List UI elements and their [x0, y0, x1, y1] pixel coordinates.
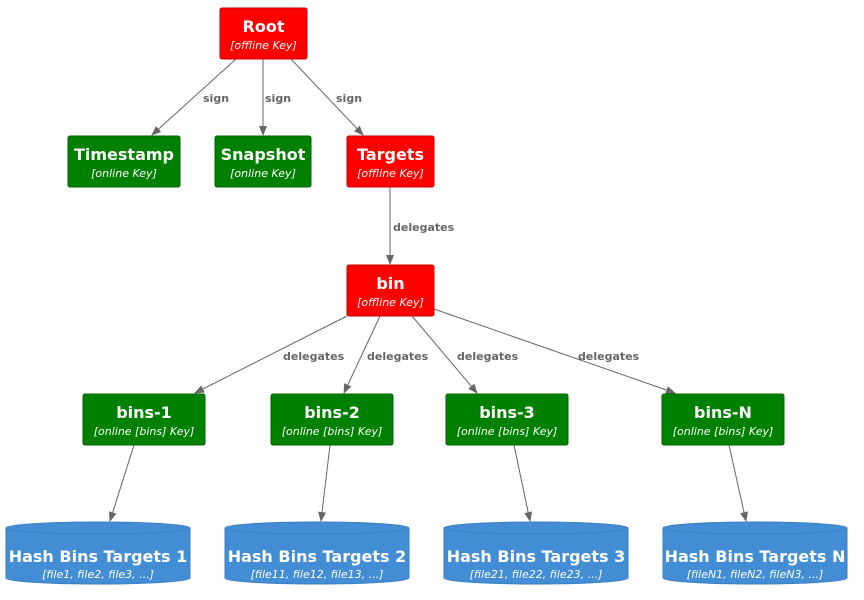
node-box: [82, 393, 206, 446]
node-title: bins-1: [116, 403, 172, 422]
edge-arrow: [318, 444, 331, 522]
edge-label: delegates: [457, 350, 519, 363]
node-title: Snapshot: [221, 145, 306, 164]
edge-bins3-hash3: [513, 444, 533, 522]
edge-label: sign: [203, 92, 229, 105]
edge-label: delegates: [367, 350, 429, 363]
node-box: [445, 393, 569, 446]
edge-root-timestamp: sign: [151, 58, 237, 136]
node-title: bin: [376, 274, 404, 293]
node-title: Hash Bins Targets 2: [228, 547, 407, 566]
edge-arrow: [194, 315, 348, 394]
edge-bins2-hash2: [318, 444, 331, 522]
cylinder-body: [5, 521, 191, 585]
edge-bin-bins2: delegates: [343, 315, 429, 394]
cylinder-top-rim: [443, 527, 629, 535]
edge-binsN-hashN: [728, 444, 748, 522]
node-box: [661, 393, 785, 446]
edge-label: delegates: [578, 350, 640, 363]
node-box: [346, 264, 435, 317]
node-title: Timestamp: [74, 145, 174, 164]
node-binsN-online-key-box: bins-N [online [bins] Key]: [661, 393, 785, 446]
node-root-offline-key-box: Root [offline Key]: [219, 7, 308, 60]
node-box: [346, 135, 435, 188]
node-hash1-storage-cylinder: Hash Bins Targets 1 [file1, file2, file3,…: [5, 521, 191, 585]
node-timestamp-online-key-box: Timestamp [online Key]: [67, 135, 181, 188]
edge-bin-bins1: delegates: [194, 315, 348, 394]
node-key-label: [file21, file22, file23, ...]: [470, 568, 603, 581]
edge-arrow: [513, 444, 533, 522]
cylinder-top-rim: [662, 527, 848, 535]
node-box: [214, 135, 312, 188]
node-bin-offline-key-box: bin [offline Key]: [346, 264, 435, 317]
edge-arrow: [728, 444, 748, 522]
nodes-layer: Root[offline Key]Timestamp[online Key]Sn…: [5, 7, 848, 585]
node-title: Root: [243, 17, 285, 36]
cylinder-body: [443, 521, 629, 585]
edge-root-snapshot: sign: [259, 59, 291, 136]
node-key-label: [file11, file12, file13, ...]: [251, 568, 384, 581]
edge-root-targets: sign: [290, 58, 364, 136]
node-key-label: [offline Key]: [357, 296, 424, 309]
node-title: bins-2: [304, 403, 360, 422]
node-box: [219, 7, 308, 60]
cylinder-top-rim: [224, 527, 410, 535]
edge-bin-bins3: delegates: [411, 315, 519, 394]
edge-bins1-hash1: [108, 444, 135, 522]
node-hashN-storage-cylinder: Hash Bins Targets N [fileN1, fileN2, file…: [662, 521, 848, 585]
node-targets-offline-key-box: Targets [offline Key]: [346, 135, 435, 188]
node-key-label: [online [bins] Key]: [457, 425, 558, 438]
edge-label: delegates: [283, 350, 345, 363]
edge-targets-bin: delegates: [386, 187, 455, 265]
node-bins3-online-key-box: bins-3 [online [bins] Key]: [445, 393, 569, 446]
node-title: Hash Bins Targets N: [665, 547, 846, 566]
node-hash3-storage-cylinder: Hash Bins Targets 3 [file21, file22, file…: [443, 521, 629, 585]
node-key-label: [fileN1, fileN2, fileN3, ...]: [687, 568, 824, 581]
edge-bin-binsN: delegates: [433, 308, 676, 394]
node-key-label: [online Key]: [91, 167, 157, 180]
node-key-label: [online [bins] Key]: [282, 425, 383, 438]
edge-arrow: [151, 58, 237, 136]
node-title: bins-N: [694, 403, 752, 422]
node-key-label: [online [bins] Key]: [673, 425, 774, 438]
node-snapshot-online-key-box: Snapshot [online Key]: [214, 135, 312, 188]
cylinder-body: [662, 521, 848, 585]
cylinder-body: [224, 521, 410, 585]
node-key-label: [online Key]: [230, 167, 296, 180]
edges-layer: sign sign sign delegates delegates delegates d…: [108, 58, 748, 522]
edge-arrow: [433, 308, 676, 394]
node-bins1-online-key-box: bins-1 [online [bins] Key]: [82, 393, 206, 446]
edge-label: delegates: [393, 221, 455, 234]
edge-arrow: [290, 58, 364, 136]
node-key-label: [online [bins] Key]: [94, 425, 195, 438]
edge-label: sign: [336, 92, 362, 105]
node-bins2-online-key-box: bins-2 [online [bins] Key]: [270, 393, 394, 446]
node-title: bins-3: [479, 403, 535, 422]
node-key-label: [offline Key]: [230, 39, 297, 52]
cylinder-top-rim: [5, 527, 191, 535]
node-box: [270, 393, 394, 446]
node-box: [67, 135, 181, 188]
edge-arrow: [343, 315, 381, 394]
node-hash2-storage-cylinder: Hash Bins Targets 2 [file11, file12, file…: [224, 521, 410, 585]
node-key-label: [file1, file2, file3, ...]: [42, 568, 154, 581]
node-key-label: [offline Key]: [357, 167, 424, 180]
edge-label: sign: [265, 92, 291, 105]
node-title: Targets: [357, 145, 424, 164]
node-title: Hash Bins Targets 3: [447, 547, 626, 566]
node-title: Hash Bins Targets 1: [9, 547, 188, 566]
edge-arrow: [108, 444, 135, 522]
edge-arrow: [411, 315, 478, 394]
